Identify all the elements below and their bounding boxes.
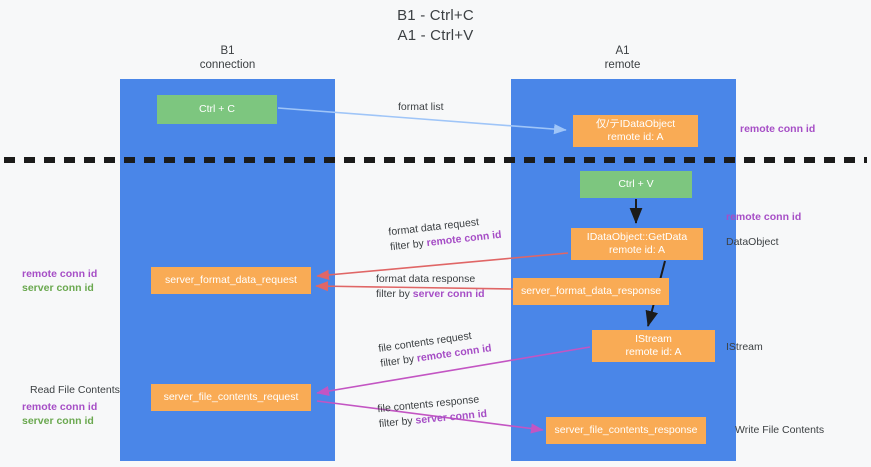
edge-label-format-list-text: format list xyxy=(398,101,444,113)
node-server-format-data-request[interactable]: server_format_data_request xyxy=(151,267,311,294)
node-idataobject[interactable]: 仅/テIDataObject remote id: A xyxy=(573,115,698,147)
node-idataobject-line2: remote id: A xyxy=(607,131,664,143)
annotation-conn-ids-bottom: remote conn id server conn id xyxy=(22,401,97,428)
node-ctrl-v-label: Ctrl + V xyxy=(618,178,654,190)
annotation-remote-conn-id-top: remote conn id xyxy=(740,123,816,135)
edge-label-format-data-response-filter: filter by server conn id xyxy=(376,287,485,302)
node-server-file-contents-response-label: server_file_contents_response xyxy=(554,424,698,436)
annotation-conn-ids-mid: remote conn id server conn id xyxy=(22,268,97,295)
node-istream-line2: remote id: A xyxy=(625,346,682,358)
annotation-remote-conn-id-mid: remote conn id xyxy=(726,211,802,223)
annotation-read-file-contents: Read File Contents xyxy=(30,384,120,396)
node-server-format-data-response[interactable]: server_format_data_response xyxy=(513,278,669,305)
node-ctrl-c[interactable]: Ctrl + C xyxy=(157,95,277,124)
filter-prefix: filter by xyxy=(378,414,417,431)
lane-a1-role: remote xyxy=(604,58,641,71)
node-server-file-contents-request[interactable]: server_file_contents_request xyxy=(151,384,311,411)
edge-label-file-contents-request: file contents request filter by remote c… xyxy=(377,326,493,371)
edge-label-format-list: format list xyxy=(398,100,444,115)
node-istream[interactable]: IStream remote id: A xyxy=(592,330,715,362)
title-line-1: B1 - Ctrl+C xyxy=(397,7,474,24)
edge-label-format-data-response-text: format data response xyxy=(376,273,476,285)
lane-header-a1: A1 remote xyxy=(545,45,700,72)
lane-header-b1: B1 connection xyxy=(150,45,305,72)
node-idataobject-line1: 仅/テIDataObject xyxy=(595,118,676,130)
lane-b1-name: B1 xyxy=(220,45,235,57)
node-ctrl-v[interactable]: Ctrl + V xyxy=(580,171,692,198)
annotation-dataobject: DataObject xyxy=(726,236,779,248)
annotation-remote-conn-id: remote conn id xyxy=(22,401,98,413)
filter-key-server-conn-id: server conn id xyxy=(412,288,485,300)
annotation-server-conn-id: server conn id xyxy=(22,414,94,427)
edge-label-file-contents-response: file contents response filter by server … xyxy=(377,392,488,432)
edge-label-format-data-request: format data request filter by remote con… xyxy=(388,213,503,255)
node-server-format-data-request-label: server_format_data_request xyxy=(165,274,297,286)
filter-prefix: filter by xyxy=(379,352,418,370)
node-server-format-data-response-label: server_format_data_response xyxy=(520,285,662,297)
annotation-server-conn-id: server conn id xyxy=(22,281,94,294)
node-ctrl-c-label: Ctrl + C xyxy=(199,103,235,115)
node-server-file-contents-request-label: server_file_contents_request xyxy=(163,391,299,403)
lane-a1-name: A1 xyxy=(615,45,630,57)
diagram-title: B1 - Ctrl+C A1 - Ctrl+V xyxy=(0,6,871,46)
annotation-write-file-contents: Write File Contents xyxy=(735,424,825,436)
node-idataobject-getdata[interactable]: IDataObject::GetData remote id: A xyxy=(571,228,703,260)
node-getdata-line2: remote id: A xyxy=(608,244,666,256)
edge-label-format-data-response: format data response filter by server co… xyxy=(376,272,485,302)
node-istream-line1: IStream xyxy=(635,333,672,345)
annotation-istream: IStream xyxy=(726,341,763,353)
filter-prefix: filter by xyxy=(376,288,413,300)
node-server-file-contents-response[interactable]: server_file_contents_response xyxy=(546,417,706,444)
node-getdata-line1: IDataObject::GetData xyxy=(586,231,688,243)
lane-b1-role: connection xyxy=(199,58,256,71)
annotation-remote-conn-id: remote conn id xyxy=(22,268,98,280)
title-line-2: A1 - Ctrl+V xyxy=(397,27,474,44)
filter-prefix: filter by xyxy=(389,237,428,254)
